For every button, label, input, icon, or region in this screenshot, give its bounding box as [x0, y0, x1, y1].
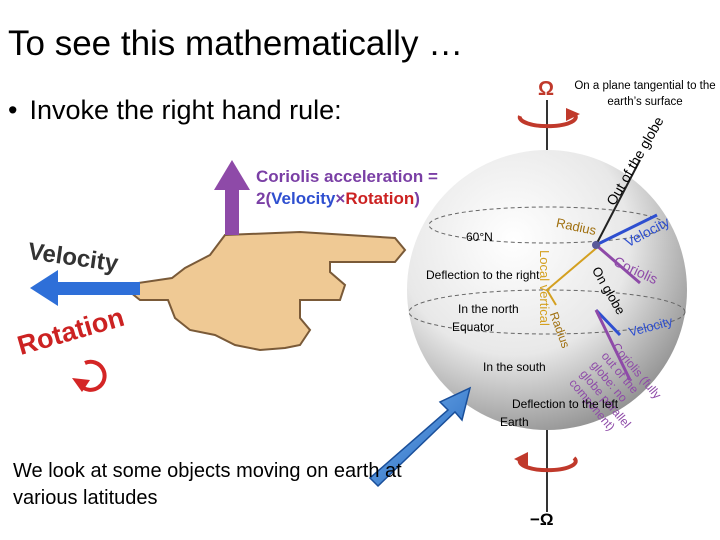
deflection-right-label: Deflection to the right: [426, 268, 540, 282]
formula-line2: 2(Velocity×Rotation): [256, 188, 438, 210]
bullet-dot: •: [8, 95, 18, 125]
radius-line-upper: [546, 244, 601, 291]
coriolis-arrow: [214, 160, 250, 235]
bullet-line: • Invoke the right hand rule:: [8, 92, 342, 128]
formula-velocity: Velocity: [271, 189, 336, 208]
plane-note: On a plane tangential to the earth’s sur…: [574, 80, 716, 108]
formula-line1: Coriolis acceleration =: [256, 167, 438, 186]
omega-top: Ω: [538, 78, 555, 100]
formula-times: ×: [335, 189, 346, 208]
bullet-text: Invoke the right hand rule:: [29, 95, 342, 125]
coriolis-formula: Coriolis acceleration = 2(Velocity×Rotat…: [256, 166, 438, 210]
coriolis-arrow-upper: [595, 243, 641, 285]
in-south-label: In the south: [483, 360, 546, 374]
pointer-arrow: [368, 386, 472, 488]
velocity-arrow: [30, 270, 140, 306]
latitude-60n: [428, 206, 666, 244]
formula-rotation: Rotation: [345, 189, 415, 208]
rotation-icon: [72, 359, 107, 392]
equator-label: Equator: [452, 320, 495, 334]
rotation-arrow-bottom: [517, 456, 578, 473]
formula-two: 2(: [256, 189, 272, 208]
bottom-note: We look at some objects moving on earth …: [13, 460, 402, 509]
rotation-arrow-top: [517, 112, 578, 129]
deflection-left-label: Deflection to the left: [512, 397, 619, 411]
omega-bottom: −Ω: [530, 510, 554, 529]
in-north-label: In the north: [458, 302, 519, 316]
radius-line-lower: [546, 289, 557, 306]
velocity-arrow-lower: [594, 308, 622, 337]
right-hand: [128, 230, 407, 352]
earth-label: Earth: [500, 415, 529, 429]
latitude-label: 60°N: [466, 230, 493, 244]
velocity-arrow-upper: [595, 213, 658, 247]
coriolis-arrow-lower: [594, 309, 632, 381]
formula-close: ): [414, 189, 420, 208]
page-title: To see this mathematically …: [8, 24, 464, 63]
out-of-globe-arrow: [595, 159, 641, 246]
